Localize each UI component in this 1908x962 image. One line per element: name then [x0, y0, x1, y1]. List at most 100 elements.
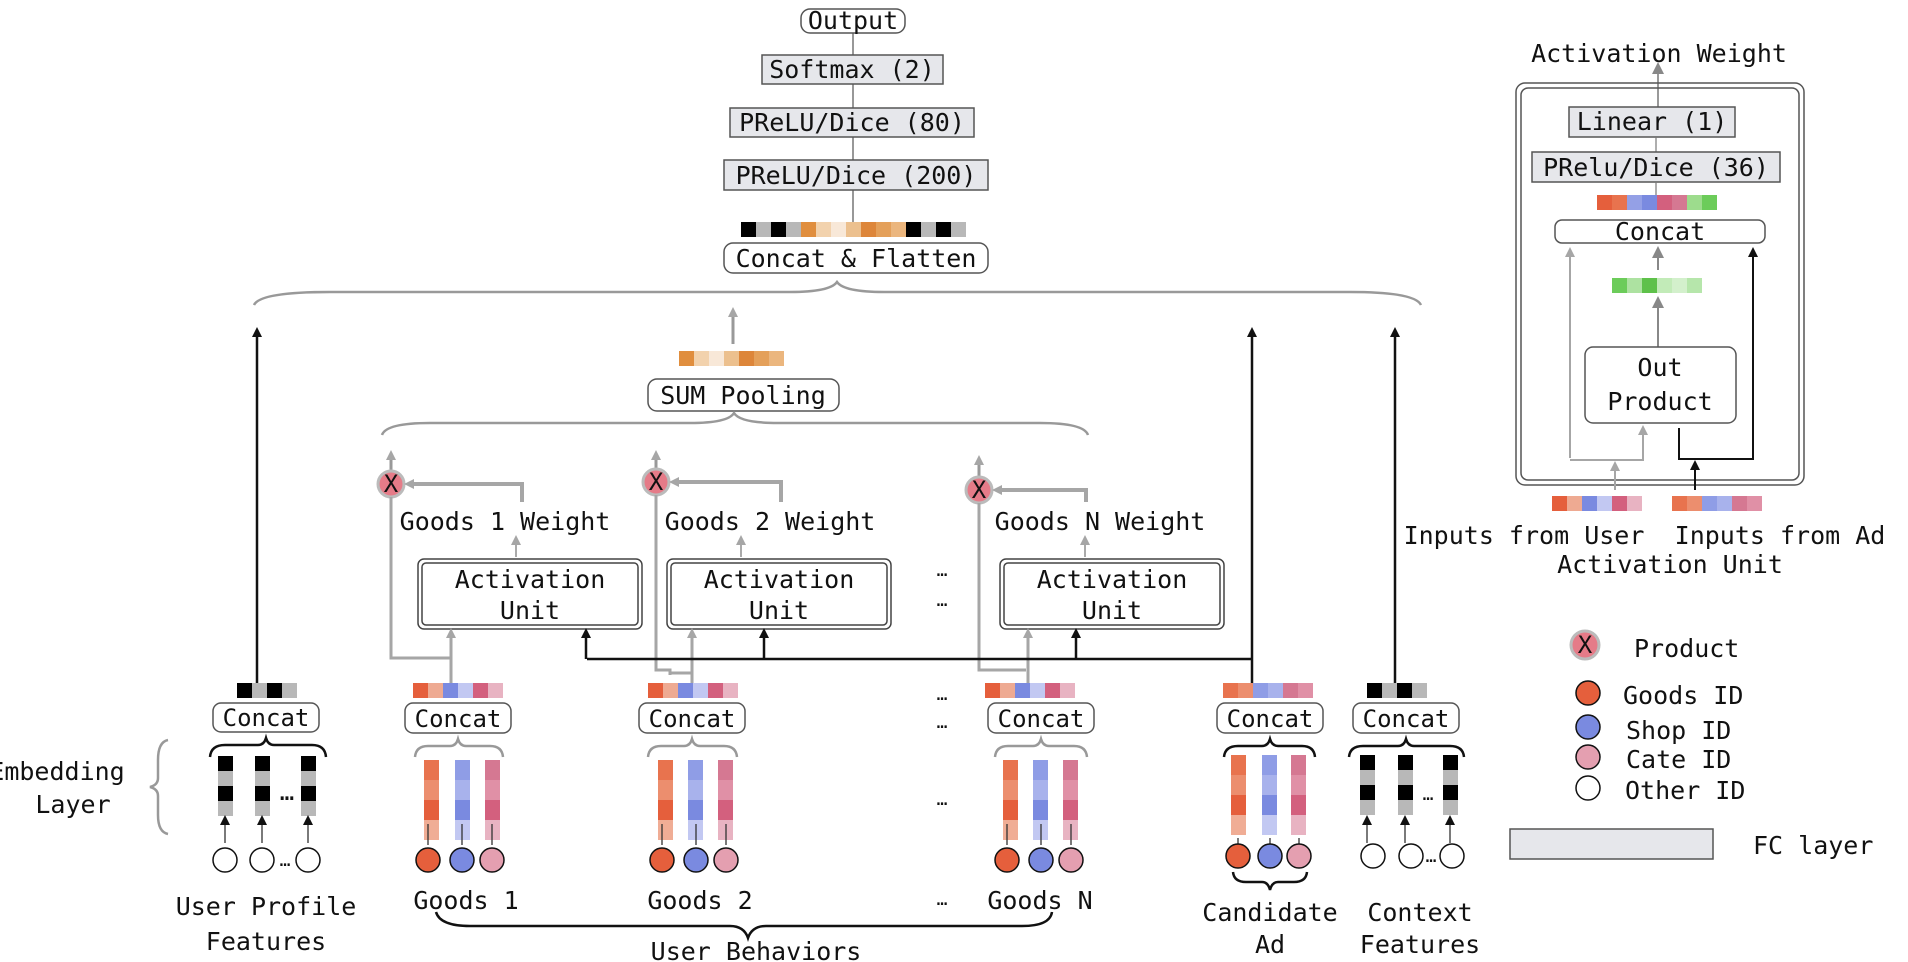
goods-n-unit: X Goods N Weight Activation Unit Concat … [964, 455, 1225, 915]
user-behaviors-brace [434, 911, 1054, 942]
other-id-node [249, 847, 275, 873]
shop-id-node [1028, 847, 1054, 873]
activation-unit-caption: Activation Unit [1557, 550, 1783, 579]
cate-id-node [1286, 843, 1312, 869]
svg-text:Unit: Unit [500, 596, 560, 625]
goods-weight-label: Goods N Weight [995, 507, 1206, 536]
svg-text:Ad: Ad [1255, 930, 1285, 959]
goods-label: Goods N [987, 886, 1092, 915]
goods-concat-strip [648, 683, 738, 698]
goods-embeddings [424, 760, 500, 840]
other-id-node [212, 847, 238, 873]
goods-concat-strip [985, 683, 1075, 698]
context-group: Concat … … Context Features [1347, 327, 1480, 959]
sum-pooling-box [647, 378, 840, 412]
svg-text:Features: Features [1360, 930, 1480, 959]
svg-text:…: … [1423, 784, 1434, 805]
output-box [800, 8, 906, 34]
output-label: Output [808, 6, 898, 35]
svg-text:Out: Out [1637, 353, 1682, 382]
svg-text:…: … [937, 889, 948, 910]
cate-id-node [1058, 847, 1084, 873]
svg-text:X: X [649, 468, 664, 496]
inputs-from-ad-label: Inputs from Ad [1675, 521, 1886, 550]
goods-1-unit: X Goods 1 Weight Activation Unit Concat … [376, 450, 643, 915]
inputs-from-ad-strip [1672, 496, 1762, 511]
top-brace [252, 279, 1423, 306]
user-profile-concat-strip [237, 683, 297, 698]
user-profile-concat-box [212, 702, 320, 733]
candidate-ad-group: Concat Candidate Ad [1202, 327, 1338, 959]
svg-text:Activation: Activation [704, 565, 855, 594]
shop-id-node [449, 847, 475, 873]
au-concat-strip [1597, 195, 1717, 210]
activation-unit-box [666, 558, 892, 630]
goods-label: Goods 2 [647, 886, 752, 915]
legend-fc-layer: FC layer [1753, 831, 1873, 860]
legend-cate-id: Cate ID [1626, 745, 1731, 774]
svg-text:…: … [280, 778, 294, 806]
svg-text:Product: Product [1607, 387, 1712, 416]
inputs-from-user-strip [1552, 496, 1642, 511]
other-id-node [1439, 843, 1465, 869]
goods-embeddings [1003, 760, 1078, 840]
user-profile-group: Concat … … User Profile Features [176, 327, 357, 956]
svg-text:Unit: Unit [1082, 596, 1142, 625]
activation-unit-box [999, 558, 1225, 630]
user-profile-subtitle: Features [206, 927, 326, 956]
svg-text:Activation: Activation [455, 565, 606, 594]
svg-text:Layer: Layer [35, 790, 110, 819]
legend-product: Product [1634, 634, 1739, 663]
svg-text:…: … [937, 590, 948, 611]
svg-text:…: … [937, 684, 948, 705]
goods-concat-strip [413, 683, 503, 698]
context-embeddings: … [1360, 755, 1458, 815]
user-profile-concat-label: Concat [223, 704, 310, 732]
goods-id-node [994, 847, 1020, 873]
other-id-node [295, 847, 321, 873]
svg-text:X: X [972, 476, 987, 504]
svg-text:X: X [384, 470, 399, 498]
prelu200-label: PReLU/Dice (200) [736, 161, 977, 190]
candidate-ad-embeddings [1231, 755, 1306, 835]
svg-text:…: … [937, 789, 948, 810]
out-product-box [1584, 346, 1737, 424]
concat-flatten-label: Concat & Flatten [736, 244, 977, 273]
svg-text:Concat: Concat [1615, 217, 1705, 246]
svg-text:Concat: Concat [998, 705, 1085, 733]
svg-text:…: … [280, 850, 291, 871]
cate-id-node [479, 847, 505, 873]
svg-text:Context: Context [1367, 898, 1472, 927]
activation-unit-box [417, 558, 643, 630]
other-id-icon [1575, 775, 1601, 801]
prelu200-layer [723, 159, 989, 191]
softmax-layer [761, 54, 944, 85]
svg-text:Concat: Concat [649, 705, 736, 733]
prelu80-layer [729, 107, 975, 138]
svg-text:PRelu/Dice (36): PRelu/Dice (36) [1543, 153, 1769, 182]
candidate-ad-concat-strip [1223, 683, 1313, 698]
linear-layer [1568, 106, 1736, 138]
cate-id-node [713, 847, 739, 873]
activation-unit-detail: Activation Weight Linear (1) PRelu/Dice … [1404, 39, 1886, 579]
flatten-embedding-strip [741, 222, 966, 237]
legend-goods-id: Goods ID [1623, 681, 1743, 710]
legend-other-id: Other ID [1625, 776, 1745, 805]
embedding-layer-label: Embedding Layer [0, 738, 169, 836]
pooling-brace [380, 410, 1090, 436]
svg-text:X: X [1578, 631, 1593, 659]
svg-text:Concat: Concat [1227, 705, 1314, 733]
ellipsis-column: … … … … … … [937, 560, 948, 910]
goods-2-unit: X Goods 2 Weight Activation Unit Concat … [638, 450, 892, 915]
cate-id-icon [1575, 744, 1601, 770]
goods-id-icon [1575, 680, 1601, 706]
user-profile-title: User Profile [176, 892, 357, 921]
shop-id-node [1257, 843, 1283, 869]
svg-text:Concat: Concat [415, 705, 502, 733]
goods-weight-label: Goods 1 Weight [400, 507, 611, 536]
au-concat-box [1554, 219, 1766, 244]
goods-label: Goods 1 [413, 886, 518, 915]
goods-weight-label: Goods 2 Weight [665, 507, 876, 536]
svg-text:Candidate: Candidate [1202, 898, 1337, 927]
